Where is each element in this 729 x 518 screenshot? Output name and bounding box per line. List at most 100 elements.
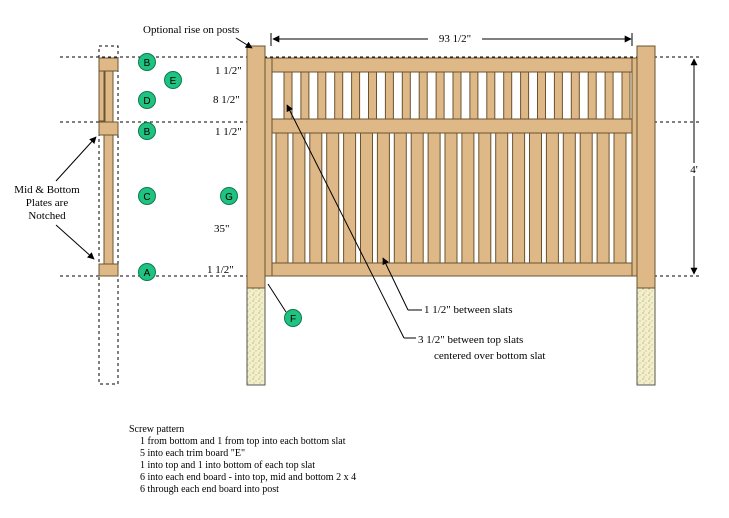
- notched-line-1: Mid & Bottom: [14, 184, 80, 196]
- optional-rise-label: Optional rise on posts: [143, 24, 239, 36]
- ref-c-label: C: [143, 192, 150, 203]
- bottom-slat-2: [292, 132, 306, 264]
- bottom-plate: [271, 262, 633, 277]
- optional-rise-leader: [235, 37, 253, 49]
- top-slat-18: [570, 71, 580, 120]
- top-slats-label-2: centered over bottom slat: [434, 350, 546, 362]
- top-slat-3: [317, 71, 327, 120]
- top-plate: [271, 57, 633, 73]
- fence-front: [246, 45, 656, 386]
- bottom-slat-8: [393, 132, 407, 264]
- side-top-slat: [104, 70, 114, 123]
- bottom-slat-14: [495, 132, 509, 264]
- bottom-slat-3: [309, 132, 323, 264]
- ref-a-label: A: [144, 268, 151, 279]
- bottom-slat-6: [360, 132, 373, 264]
- bottom-slat-4: [326, 132, 340, 264]
- height-label: 4': [690, 164, 698, 176]
- top-slat-20: [604, 71, 614, 120]
- screw-pattern-item-4: 6 into each end board - into top, mid an…: [140, 472, 357, 483]
- top-slat-21: [621, 71, 631, 120]
- ref-b-mid: B: [138, 122, 156, 140]
- right-post-footing: [636, 287, 656, 386]
- ref-c-icon: [138, 187, 156, 205]
- bottom-slat-19: [579, 132, 593, 264]
- side-mid-plate: [98, 121, 119, 136]
- top-slat-14: [503, 71, 513, 120]
- ref-b-mid-label: B: [144, 127, 151, 138]
- top-slat-5: [351, 71, 361, 120]
- left-post-footing: [246, 287, 266, 386]
- top-slat-13: [486, 71, 496, 120]
- side-profile-outline: [98, 45, 119, 385]
- top-slat-7: [384, 71, 394, 120]
- bottom-slat-dim: 35": [214, 223, 230, 235]
- ref-a: A: [138, 263, 156, 281]
- ref-c: C: [138, 187, 156, 205]
- bottom-slat-13: [478, 132, 492, 264]
- ref-a-icon: [138, 263, 156, 281]
- left-end-board: [264, 57, 273, 277]
- ref-b-top-label: B: [144, 58, 151, 69]
- screw-pattern-title: Screw pattern: [129, 424, 185, 435]
- top-slat-dim: 8 1/2": [213, 94, 240, 106]
- screw-pattern-item-3: 1 into top and 1 into bottom of each top…: [140, 460, 315, 471]
- bottom-slat-15: [512, 132, 526, 264]
- screw-pattern-item-5: 6 through each end board into post: [140, 484, 279, 495]
- notched-leader-bottom: [55, 224, 95, 260]
- top-slat-12: [469, 71, 479, 120]
- screw-pattern-item-1: 1 from bottom and 1 from top into each b…: [140, 436, 346, 447]
- side-profile: [98, 45, 119, 385]
- top-slats-leader: [286, 104, 405, 339]
- side-bottom-plate: [98, 263, 119, 277]
- bottom-slat-21: [613, 132, 627, 264]
- top-slat-4: [334, 71, 344, 120]
- notched-line-2: Plates are: [26, 197, 69, 209]
- top-slat-10: [435, 71, 445, 120]
- top-slat-9: [418, 71, 428, 120]
- right-end-board: [631, 57, 638, 277]
- bottom-slat-9: [410, 132, 424, 264]
- side-bottom-slat: [103, 134, 114, 265]
- notched-line-3: Notched: [28, 210, 66, 222]
- bottom-slat-10: [427, 132, 441, 264]
- top-slats: [283, 71, 631, 120]
- screw-pattern-item-2: 5 into each trim board "E": [140, 448, 246, 459]
- ref-b-mid-icon: [138, 122, 156, 140]
- bottom-slat-17: [545, 132, 559, 264]
- ref-f: F: [284, 309, 302, 327]
- ref-g-icon: [220, 187, 238, 205]
- top-slat-17: [553, 71, 563, 120]
- ref-g-label: G: [225, 192, 233, 203]
- f-leader: [267, 283, 287, 313]
- notched-leader-top: [55, 136, 97, 182]
- bottom-slat-11: [444, 132, 458, 264]
- top-slat-19: [587, 71, 597, 120]
- side-top-plate: [98, 57, 119, 72]
- top-slat-8: [401, 71, 411, 120]
- bottom-slats: [275, 132, 627, 264]
- top-slat-6: [368, 71, 377, 120]
- left-post: [246, 45, 266, 289]
- top-slats-label-1: 3 1/2" between top slats: [418, 334, 523, 346]
- ref-d: D: [138, 91, 156, 109]
- ref-f-icon: [284, 309, 302, 327]
- mid-plate: [271, 118, 633, 134]
- ref-f-label: F: [290, 314, 296, 325]
- between-slats-leader: [382, 257, 409, 311]
- bottom-slat-5: [343, 132, 357, 264]
- between-slats-label: 1 1/2" between slats: [424, 304, 513, 316]
- bottom-slat-12: [461, 132, 475, 264]
- ref-d-label: D: [143, 96, 150, 107]
- ref-g: G: [220, 187, 238, 205]
- ref-e-icon: [164, 71, 182, 89]
- mid-plate-dim: 1 1/2": [215, 126, 242, 138]
- top-slat-2: [300, 71, 310, 120]
- top-slat-15: [520, 71, 530, 120]
- bottom-slat-1: [275, 132, 289, 264]
- ref-b-top: B: [138, 53, 156, 71]
- bottom-slat-16: [529, 132, 542, 264]
- side-trim-board: [98, 70, 105, 122]
- bottom-slat-7: [376, 132, 390, 264]
